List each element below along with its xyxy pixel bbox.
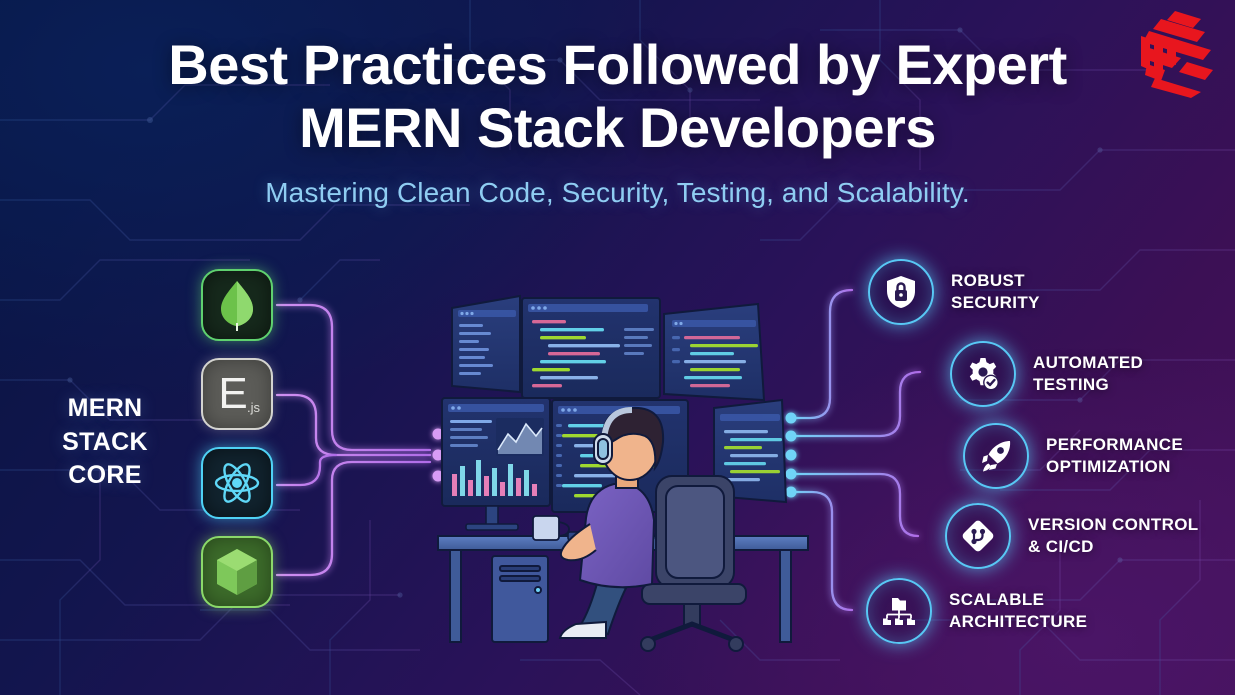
feature-robust-security[interactable]: ROBUST SECURITY bbox=[868, 259, 1040, 325]
brand-logo bbox=[1141, 11, 1213, 98]
feature-label-line-1: ROBUST bbox=[951, 271, 1025, 291]
feature-label: SCALABLE ARCHITECTURE bbox=[949, 589, 1087, 633]
feature-performance-optimization[interactable]: PERFORMANCE OPTIMIZATION bbox=[963, 423, 1183, 489]
feature-label-line-1: PERFORMANCE bbox=[1046, 435, 1184, 455]
feature-icon-circle bbox=[950, 341, 1016, 407]
feature-label-line-2: & CI/CD bbox=[1028, 537, 1094, 556]
feature-label-line-2: ARCHITECTURE bbox=[949, 612, 1088, 631]
feature-icon-circle bbox=[963, 423, 1029, 489]
feature-version-control-cicd[interactable]: VERSION CONTROL & CI/CD bbox=[945, 503, 1199, 569]
feature-label: AUTOMATED TESTING bbox=[1033, 352, 1143, 396]
feature-label: VERSION CONTROL & CI/CD bbox=[1028, 514, 1199, 558]
git-branch-icon bbox=[962, 520, 994, 552]
feature-label-line-2: OPTIMIZATION bbox=[1046, 457, 1171, 476]
title-line-2: MERN Stack Developers bbox=[299, 95, 936, 159]
feature-label-line-1: AUTOMATED bbox=[1033, 353, 1144, 373]
gear-check-icon bbox=[969, 358, 999, 391]
rocket-icon bbox=[982, 441, 1011, 472]
feature-scalable-architecture[interactable]: SCALABLE ARCHITECTURE bbox=[866, 578, 1087, 644]
feature-label-line-2: TESTING bbox=[1033, 375, 1110, 394]
express-js-suffix: .js bbox=[247, 400, 260, 415]
shield-lock-icon bbox=[887, 276, 915, 308]
feature-icon-circle bbox=[866, 578, 932, 644]
sitemap-folder-icon bbox=[883, 598, 915, 625]
feature-label-line-1: SCALABLE bbox=[949, 590, 1045, 610]
developer-illustration bbox=[437, 294, 809, 652]
feature-label-line-1: VERSION CONTROL bbox=[1028, 515, 1199, 535]
feature-automated-testing[interactable]: AUTOMATED TESTING bbox=[950, 341, 1143, 407]
feature-label: ROBUST SECURITY bbox=[951, 270, 1040, 314]
feature-icon-circle bbox=[945, 503, 1011, 569]
core-line-2: STACK bbox=[62, 427, 148, 456]
feature-label: PERFORMANCE OPTIMIZATION bbox=[1046, 434, 1183, 478]
feature-icon-circle bbox=[868, 259, 934, 325]
feature-label-line-2: SECURITY bbox=[951, 293, 1040, 312]
